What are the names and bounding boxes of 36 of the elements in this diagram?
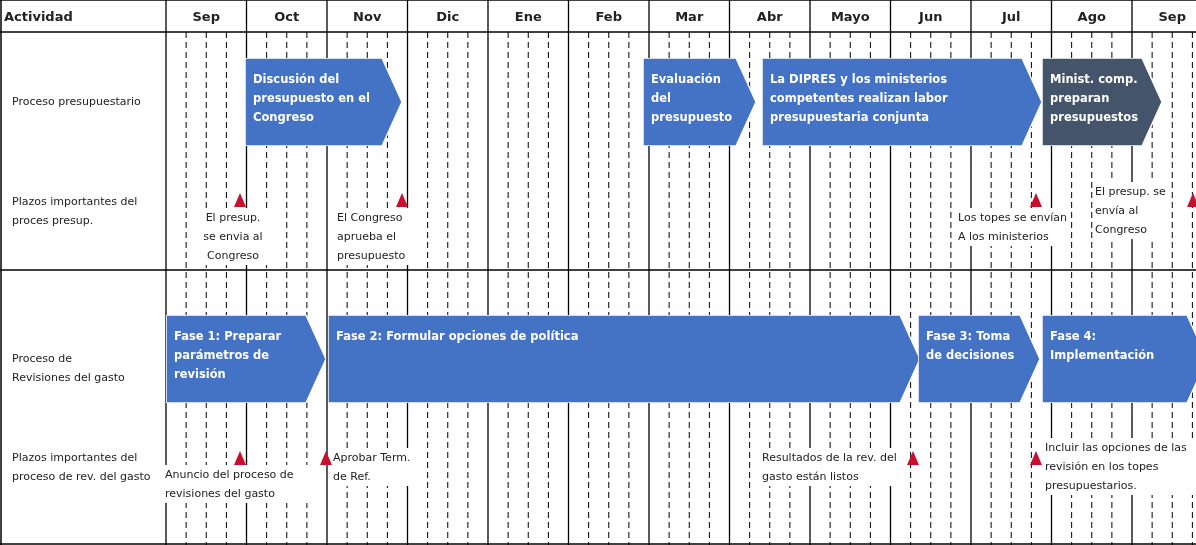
phase-band	[166, 315, 326, 403]
month-header: Ene	[513, 8, 543, 26]
phase-text: Fase 2: Formular opciones de política	[336, 328, 580, 345]
phase-band	[1042, 315, 1196, 403]
month-header: Jun	[917, 8, 944, 26]
phase-text: Evaluación del presupuesto	[651, 71, 734, 126]
row-label: Proceso de Revisiones del gasto	[12, 351, 126, 386]
month-header: Ago	[1076, 8, 1107, 26]
phase-band	[1042, 58, 1162, 146]
row-label: Proceso presupuestario	[12, 94, 142, 110]
phase-text: Fase 4: Implementación	[1050, 328, 1156, 364]
month-header: Oct	[273, 8, 301, 26]
phase-text: Discusión del presupuesto en el Congreso	[253, 71, 371, 126]
milestone-label: Incluir las opciones de las revisión en los topes presupuestarios.	[1045, 438, 1196, 495]
month-header: Feb	[594, 8, 623, 26]
month-header: Dic	[435, 8, 461, 26]
phase-text: Fase 3: Toma de decisiones	[926, 328, 1016, 364]
phase-band	[762, 58, 1042, 146]
phase-text: Minist. comp. preparan presupuestos	[1050, 71, 1140, 126]
phase-band	[245, 58, 402, 146]
month-header: Abr	[755, 8, 784, 26]
phase-text: La DIPRES y los ministerios competentes realizan labor presupuestaria conjunta	[770, 71, 949, 126]
phase-text: Fase 1: Preparar parámetros de revisión	[174, 328, 283, 383]
phase-band	[918, 315, 1040, 403]
month-header: Mayo	[829, 8, 871, 26]
month-header: Jul	[1000, 8, 1022, 26]
month-header: Sep	[1157, 8, 1187, 26]
milestone-label: El presup. se envía al Congreso	[1095, 182, 1167, 239]
phase-band	[643, 58, 756, 146]
month-header: Mar	[674, 8, 705, 26]
milestone-label: Los topes se envían A los ministerios	[958, 208, 1070, 246]
column-header: Actividad	[4, 8, 74, 26]
month-header: Nov	[352, 8, 383, 26]
row-label: Plazos importantes del proces presup.	[12, 194, 139, 229]
month-header: Sep	[191, 8, 221, 26]
row-label: Plazos importantes del proceso de rev. del gasto	[12, 450, 152, 485]
